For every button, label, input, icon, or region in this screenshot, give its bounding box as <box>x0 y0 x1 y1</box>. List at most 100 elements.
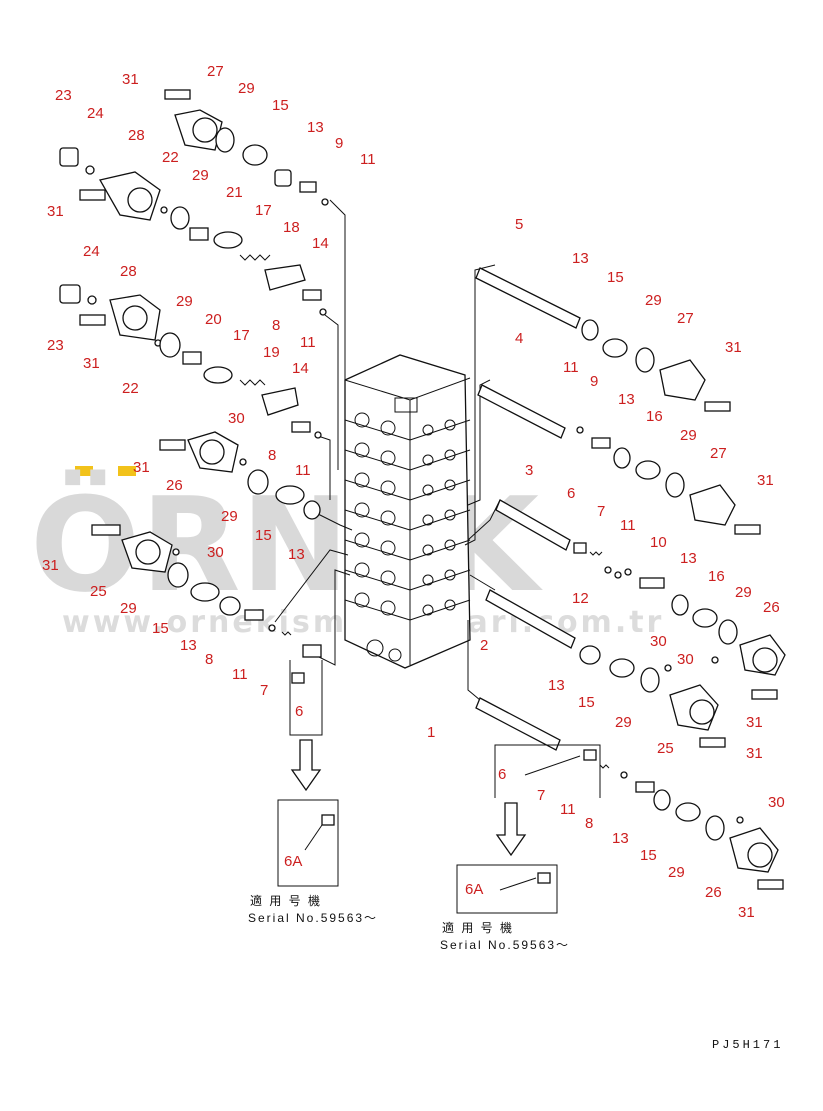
label-21: 21 <box>226 184 243 201</box>
label-13: 13 <box>180 637 197 654</box>
label-28: 28 <box>128 127 145 144</box>
left-parts <box>59 89 329 658</box>
label-28: 28 <box>120 263 137 280</box>
inset-left-label: 6A <box>284 853 302 870</box>
label-29: 29 <box>120 600 137 617</box>
label-8: 8 <box>272 317 280 334</box>
label-13: 13 <box>288 546 305 563</box>
label-17: 17 <box>233 327 250 344</box>
label-7: 7 <box>260 682 268 699</box>
reference-code: PJ5H171 <box>712 1038 783 1052</box>
label-14: 14 <box>292 360 309 377</box>
label-31: 31 <box>83 355 100 372</box>
label-31: 31 <box>725 339 742 356</box>
label-6: 6 <box>295 703 303 720</box>
right-parts <box>475 267 786 890</box>
label-16: 16 <box>708 568 725 585</box>
label-26: 26 <box>763 599 780 616</box>
label-31: 31 <box>42 557 59 574</box>
label-8: 8 <box>585 815 593 832</box>
label-31: 31 <box>746 745 763 762</box>
label-7: 7 <box>597 503 605 520</box>
label-23: 23 <box>47 337 64 354</box>
label-16: 16 <box>646 408 663 425</box>
label-24: 24 <box>83 243 100 260</box>
label-29: 29 <box>735 584 752 601</box>
label-14: 14 <box>312 235 329 252</box>
label-15: 15 <box>640 847 657 864</box>
label-6: 6 <box>498 766 506 783</box>
label-15: 15 <box>152 620 169 637</box>
label-22: 22 <box>162 149 179 166</box>
label-20: 20 <box>205 311 222 328</box>
label-29: 29 <box>192 167 209 184</box>
label-27: 27 <box>710 445 727 462</box>
label-15: 15 <box>607 269 624 286</box>
label-8: 8 <box>268 447 276 464</box>
label-1: 1 <box>427 724 435 741</box>
label-24: 24 <box>87 105 104 122</box>
label-8: 8 <box>205 651 213 668</box>
label-29: 29 <box>680 427 697 444</box>
inset-left-note: 適 用 号 機 <box>250 893 322 908</box>
label-29: 29 <box>238 80 255 97</box>
valve-body <box>344 354 471 669</box>
label-26: 26 <box>705 884 722 901</box>
label-29: 29 <box>668 864 685 881</box>
label-13: 13 <box>612 830 629 847</box>
label-11: 11 <box>300 334 316 351</box>
label-13: 13 <box>618 391 635 408</box>
label-29: 29 <box>645 292 662 309</box>
label-31: 31 <box>122 71 139 88</box>
label-13: 13 <box>572 250 589 267</box>
label-30: 30 <box>768 794 785 811</box>
label-11: 11 <box>295 462 311 479</box>
label-10: 10 <box>650 534 667 551</box>
label-11: 11 <box>560 801 576 818</box>
inset-right-label: 6A <box>465 881 483 898</box>
label-11: 11 <box>232 666 248 683</box>
label-29: 29 <box>221 508 238 525</box>
label-30: 30 <box>228 410 245 427</box>
label-22: 22 <box>122 380 139 397</box>
label-12: 12 <box>572 590 589 607</box>
label-13: 13 <box>307 119 324 136</box>
label-11: 11 <box>360 151 376 168</box>
inset-right-serial: Serial No.59563～ <box>440 938 570 952</box>
label-9: 9 <box>335 135 343 152</box>
label-6: 6 <box>567 485 575 502</box>
label-2: 2 <box>480 637 488 654</box>
label-31: 31 <box>133 459 150 476</box>
label-31: 31 <box>746 714 763 731</box>
label-11: 11 <box>563 359 579 376</box>
part-number-labels: 31 27 23 24 29 15 13 9 11 28 22 29 21 31… <box>42 63 785 921</box>
label-7: 7 <box>537 787 545 804</box>
label-27: 27 <box>207 63 224 80</box>
label-15: 15 <box>578 694 595 711</box>
label-29: 29 <box>615 714 632 731</box>
label-4: 4 <box>515 330 523 347</box>
label-15: 15 <box>272 97 289 114</box>
label-15: 15 <box>255 527 272 544</box>
label-30: 30 <box>650 633 667 650</box>
label-17: 17 <box>255 202 272 219</box>
label-31: 31 <box>757 472 774 489</box>
label-31: 31 <box>47 203 64 220</box>
label-23: 23 <box>55 87 72 104</box>
label-25: 25 <box>90 583 107 600</box>
label-19: 19 <box>263 344 280 361</box>
inset-left-serial: Serial No.59563～ <box>248 911 378 925</box>
detail-box-right <box>456 744 601 914</box>
label-30: 30 <box>677 651 694 668</box>
label-3: 3 <box>525 462 533 479</box>
label-9: 9 <box>590 373 598 390</box>
label-13: 13 <box>680 550 697 567</box>
label-18: 18 <box>283 219 300 236</box>
label-30: 30 <box>207 544 224 561</box>
label-13: 13 <box>548 677 565 694</box>
detail-box-left <box>277 660 339 887</box>
label-25: 25 <box>657 740 674 757</box>
label-31: 31 <box>738 904 755 921</box>
label-26: 26 <box>166 477 183 494</box>
